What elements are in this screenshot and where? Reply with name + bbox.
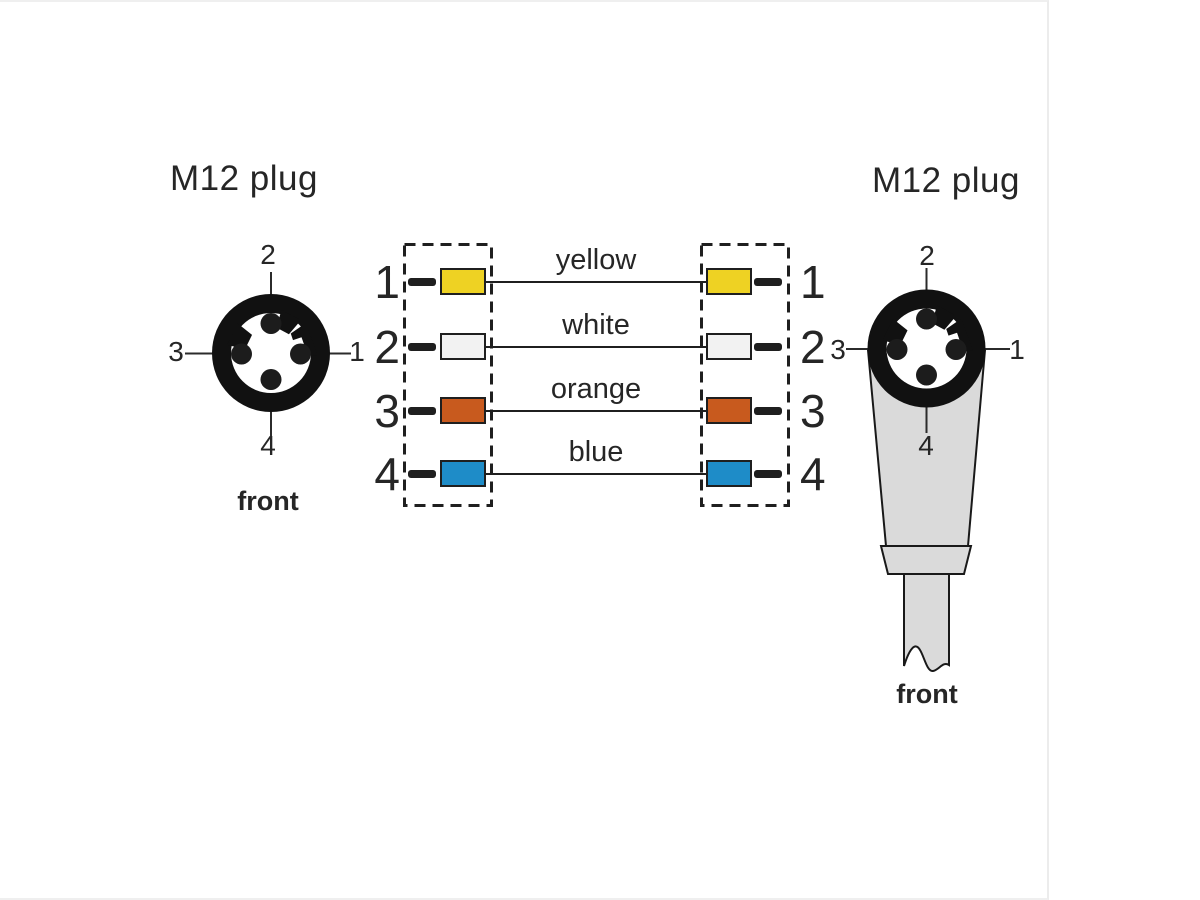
left-pin-number: 1 — [374, 256, 400, 308]
wire-stub — [754, 278, 782, 286]
right-plug-face-icon — [846, 268, 1010, 672]
wire-color-label: white — [562, 309, 630, 341]
wire-line — [486, 410, 706, 412]
left-pin-number: 4 — [374, 448, 400, 500]
left-plug-pin3-label: 3 — [168, 336, 184, 367]
plug-collar — [879, 545, 973, 575]
right-plug-pin1-label: 1 — [1009, 334, 1025, 365]
wire-color-box — [440, 268, 486, 295]
right-plug-front-label: front — [896, 679, 958, 709]
right-pin-number: 3 — [800, 385, 826, 437]
wire-stub — [408, 278, 436, 286]
wire-stub — [408, 343, 436, 351]
wire-stub — [754, 470, 782, 478]
wire-stub — [754, 407, 782, 415]
left-pin-number: 3 — [374, 385, 400, 437]
right-plug-pin3-label: 3 — [830, 334, 846, 365]
right-pin-number: 2 — [800, 321, 826, 373]
wire-color-box — [440, 333, 486, 360]
left-plug-title: M12 plug — [170, 159, 318, 198]
left-plug-pin2-label: 2 — [260, 239, 276, 270]
right-plug-title: M12 plug — [872, 161, 1020, 200]
wire-line — [486, 281, 706, 283]
wire-color-box — [706, 460, 752, 487]
left-plug-pin4-label: 4 — [260, 430, 276, 461]
wire-stub — [408, 407, 436, 415]
left-pin-number: 2 — [374, 321, 400, 373]
wire-stub — [408, 470, 436, 478]
plug-cable — [903, 573, 950, 672]
wire-color-label: orange — [550, 373, 642, 405]
right-pin-number: 4 — [800, 448, 826, 500]
wire-color-label: yellow — [555, 244, 637, 276]
wire-stub — [754, 343, 782, 351]
wire-line — [486, 346, 706, 348]
wire-line — [486, 473, 706, 475]
wire-color-box — [706, 268, 752, 295]
left-plug-front-label: front — [237, 486, 299, 516]
wire-color-box — [706, 397, 752, 424]
left-terminal-dashed-box — [403, 243, 493, 507]
right-plug-pin2-label: 2 — [919, 240, 935, 271]
right-pin-number: 1 — [800, 256, 826, 308]
right-terminal-dashed-box — [700, 243, 790, 507]
left-plug-face-icon — [185, 272, 351, 436]
right-plug-pin4-label: 4 — [918, 430, 934, 461]
wire-color-label: blue — [568, 436, 624, 468]
wire-color-box — [440, 460, 486, 487]
wire-color-box — [440, 397, 486, 424]
wire-color-box — [706, 333, 752, 360]
left-plug-pin1-label: 1 — [349, 336, 365, 367]
page-edge-line — [0, 0, 1049, 900]
